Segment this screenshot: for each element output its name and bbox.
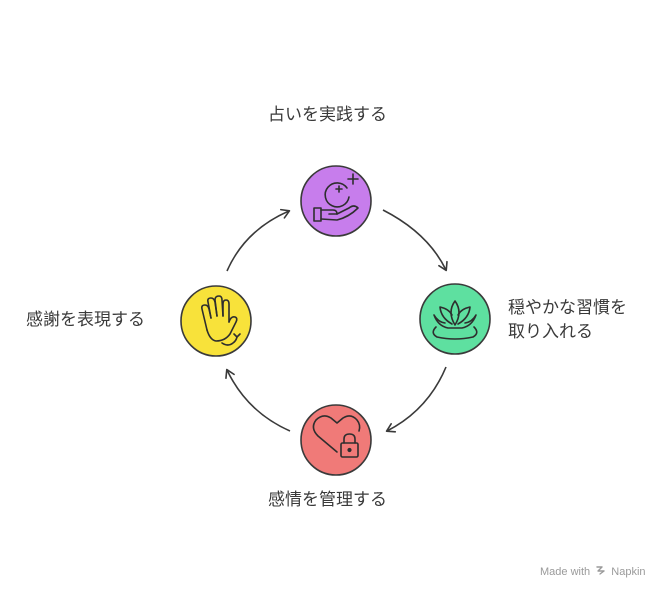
arrow-left-to-top — [226, 208, 291, 272]
node-circle-top — [300, 165, 372, 237]
node-circle-bottom — [300, 404, 372, 476]
node-express-gratitude — [180, 285, 252, 357]
node-label-calm-habits: 穏やかな習慣を 取り入れる — [508, 296, 627, 344]
arrow-right-to-bottom — [385, 366, 447, 433]
crystal-ball-hand-icon — [313, 173, 359, 222]
node-label-express-gratitude: 感謝を表現する — [26, 310, 145, 330]
node-calm-habits — [419, 283, 491, 355]
arrow-bottom-to-left — [225, 368, 291, 432]
node-label-manage-emotions: 感情を管理する — [268, 490, 387, 510]
napkin-logo-icon — [596, 566, 605, 575]
node-label-practice-divination: 占いを実践する — [268, 105, 387, 125]
lotus-icon — [432, 300, 478, 340]
node-practice-divination — [300, 165, 372, 237]
arrow-top-to-right — [382, 209, 448, 272]
heart-lock-icon — [312, 415, 361, 458]
node-label-calm-habits-line-2: 取り入れる — [508, 322, 593, 342]
node-circle-right — [419, 283, 491, 355]
node-label-calm-habits-line-1: 穏やかな習慣を — [508, 298, 627, 318]
napkin-watermark: Made with Napkin — [540, 565, 646, 578]
waving-hand-icon — [201, 295, 241, 346]
watermark-text: Made with — [540, 566, 591, 578]
node-circle-left — [180, 285, 252, 357]
node-manage-emotions — [300, 404, 372, 476]
watermark-brand: Napkin — [611, 566, 646, 578]
